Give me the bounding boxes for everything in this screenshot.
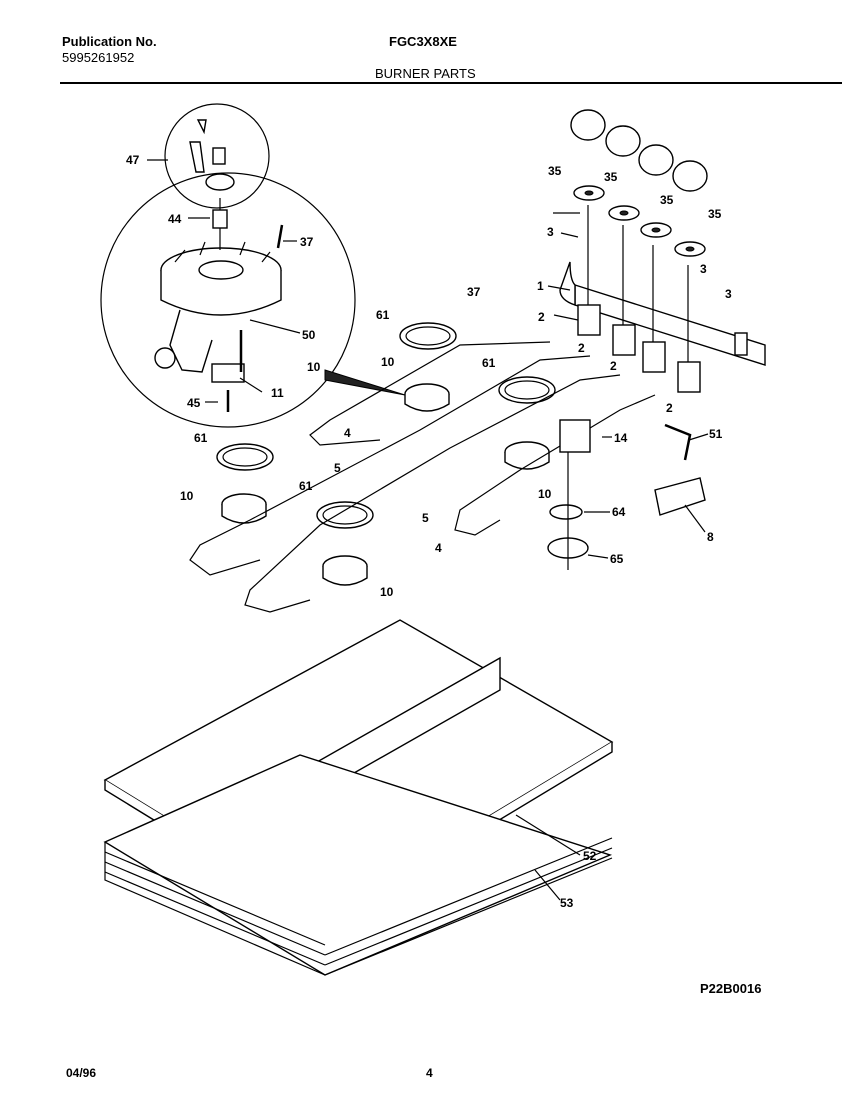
callout-52: 52	[583, 849, 597, 863]
callout-10: 10	[380, 585, 394, 599]
surface-burner-left-front	[221, 493, 267, 524]
callout-64: 64	[612, 505, 626, 519]
callout-47: 47	[126, 153, 140, 167]
callout-37: 37	[300, 235, 314, 249]
callout-35: 35	[604, 170, 618, 184]
callout-2: 2	[666, 401, 673, 415]
callout-10: 10	[307, 360, 321, 374]
page-number: 4	[426, 1066, 433, 1080]
callout-2: 2	[578, 341, 585, 355]
control-knobs	[570, 109, 708, 192]
callout-61: 61	[194, 431, 208, 445]
callout-44: 44	[168, 212, 182, 226]
callout-5: 5	[334, 461, 341, 475]
callout-37: 37	[467, 285, 481, 299]
callout-61: 61	[482, 356, 496, 370]
callout-11: 11	[271, 386, 284, 400]
surface-burner-left-rear	[322, 555, 368, 586]
publication-label: Publication No.	[62, 34, 157, 49]
gasket-rings	[216, 322, 556, 529]
callout-35: 35	[660, 193, 674, 207]
callout-65: 65	[610, 552, 624, 566]
surface-burner-right-rear	[404, 383, 450, 412]
callout-1: 1	[537, 279, 544, 293]
burner-valves	[577, 205, 701, 393]
callout-45: 45	[187, 396, 201, 410]
leader-lines	[147, 159, 709, 901]
callout-35: 35	[548, 164, 562, 178]
callout-61: 61	[299, 479, 313, 493]
header-rule	[60, 82, 842, 84]
callout-10: 10	[381, 355, 395, 369]
knob-seals	[573, 185, 706, 257]
callout-2: 2	[538, 310, 545, 324]
callout-51: 51	[709, 427, 723, 441]
cooktop-insulation	[103, 754, 613, 976]
regulator-and-switch	[547, 419, 706, 570]
detail-inset-large	[100, 103, 356, 428]
revision-date: 04/96	[66, 1066, 97, 1080]
callout-8: 8	[707, 530, 714, 544]
model-number: FGC3X8XE	[389, 34, 457, 49]
callout-10: 10	[180, 489, 194, 503]
callout-61: 61	[376, 308, 390, 322]
detail-pointer	[324, 369, 406, 396]
callout-5: 5	[422, 511, 429, 525]
section-title: BURNER PARTS	[375, 66, 476, 81]
callout-50: 50	[302, 328, 316, 342]
callout-3: 3	[547, 225, 554, 239]
publication-number: 5995261952	[62, 50, 135, 65]
callout-4: 4	[435, 541, 442, 555]
callout-35: 35	[708, 207, 722, 221]
callout-2: 2	[610, 359, 617, 373]
callout-10: 10	[538, 487, 552, 501]
surface-burner-right-front	[504, 441, 550, 470]
callout-3: 3	[725, 287, 732, 301]
callout-labels: 47 44 37 50 10 11 45 61 37 10 61 4 5 61 …	[126, 153, 732, 910]
diagram-code: P22B0016	[700, 981, 762, 996]
callout-14: 14	[614, 431, 628, 445]
callout-53: 53	[560, 896, 574, 910]
callout-3: 3	[700, 262, 707, 276]
gas-tubes	[189, 341, 656, 613]
callout-4: 4	[344, 426, 351, 440]
